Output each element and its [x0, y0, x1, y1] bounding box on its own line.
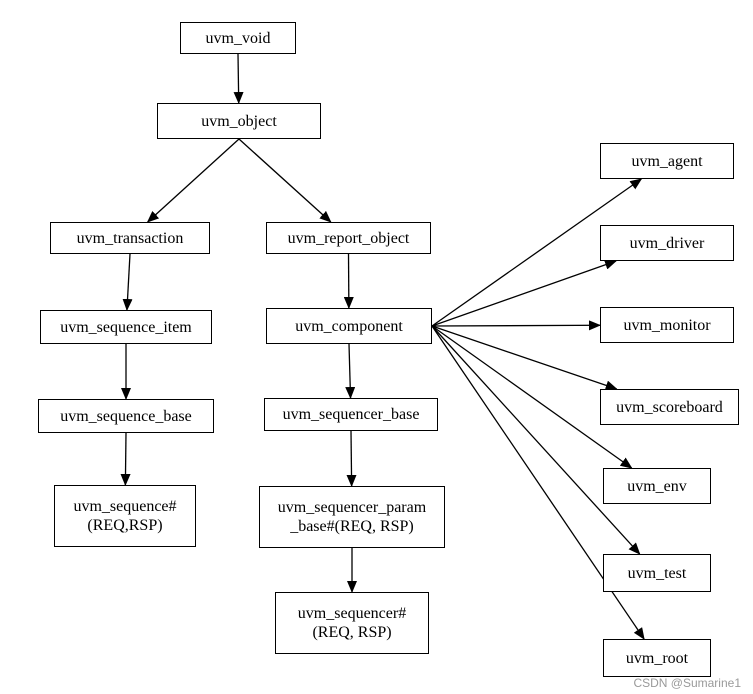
node-uvm-monitor: uvm_monitor	[600, 307, 734, 343]
node-uvm-sequencer-base: uvm_sequencer_base	[264, 398, 438, 431]
node-uvm-driver: uvm_driver	[600, 225, 734, 261]
node-uvm-test: uvm_test	[603, 554, 711, 592]
node-uvm-agent: uvm_agent	[600, 143, 734, 179]
watermark-text: CSDN @Sumarine1	[633, 676, 741, 690]
node-uvm-scoreboard: uvm_scoreboard	[600, 389, 739, 425]
edge-uvm_transaction-to-uvm_sequence_item	[122, 253, 133, 311]
edge-uvm_component-to-uvm_scoreboard	[431, 325, 618, 391]
node-uvm-sequence: uvm_sequence# (REQ,RSP)	[54, 485, 196, 547]
node-uvm-void: uvm_void	[180, 22, 296, 54]
node-uvm-sequence-item: uvm_sequence_item	[40, 310, 212, 344]
node-uvm-component: uvm_component	[266, 308, 432, 344]
edge-uvm_object-to-uvm_report_object	[238, 138, 332, 223]
node-uvm-root: uvm_root	[603, 639, 711, 677]
edge-uvm_component-to-uvm_env	[431, 325, 633, 469]
node-uvm-sequence-base: uvm_sequence_base	[38, 399, 214, 433]
node-uvm-sequencer-param-base: uvm_sequencer_param _base#(REQ, RSP)	[259, 486, 445, 548]
edge-uvm_component-to-uvm_agent	[431, 178, 643, 327]
node-uvm-object: uvm_object	[157, 103, 321, 139]
node-uvm-sequencer: uvm_sequencer# (REQ, RSP)	[275, 592, 429, 654]
edge-uvm_sequence_base-to-uvm_sequence	[120, 432, 131, 486]
edge-uvm_component-to-uvm_sequencer_base	[345, 343, 356, 399]
edge-uvm_sequencer_base-to-uvm_sequencer_param_base	[346, 430, 357, 487]
edge-uvm_void-to-uvm_object	[233, 53, 244, 104]
edge-uvm_component-to-uvm_test	[431, 325, 641, 555]
edge-uvm_component-to-uvm_driver	[431, 259, 617, 327]
node-uvm-env: uvm_env	[603, 468, 711, 504]
edge-uvm_object-to-uvm_transaction	[146, 138, 240, 223]
edge-uvm_component-to-uvm_monitor	[431, 320, 601, 331]
node-uvm-transaction: uvm_transaction	[50, 222, 210, 254]
node-uvm-report-object: uvm_report_object	[266, 222, 431, 254]
